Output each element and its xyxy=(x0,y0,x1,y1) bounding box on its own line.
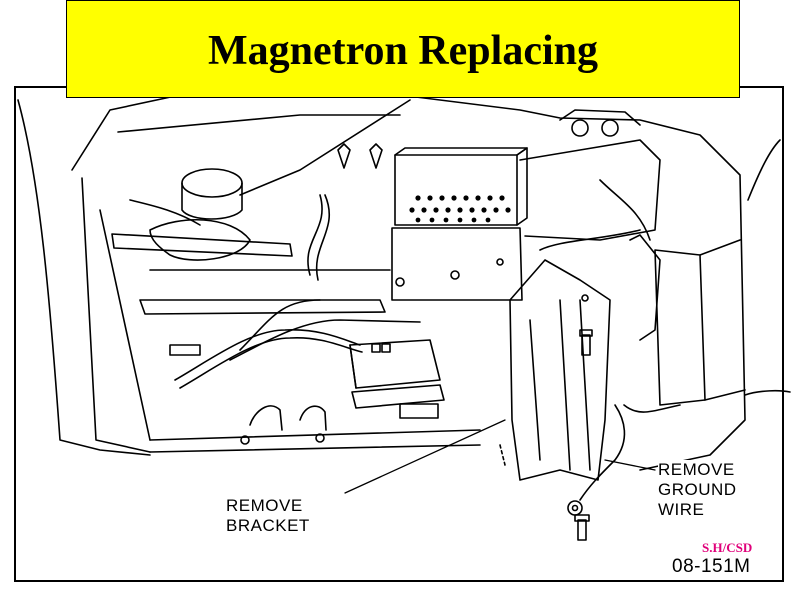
callout-line: REMOVE xyxy=(226,496,303,515)
author-credit: S.H/CSD xyxy=(702,540,753,555)
diagram-frame xyxy=(14,86,784,582)
callout-line: GROUND xyxy=(658,480,737,499)
callout-line: BRACKET xyxy=(226,516,310,535)
title-banner: Magnetron Replacing xyxy=(66,0,740,98)
callout-line: REMOVE xyxy=(658,460,735,479)
remove-bracket-callout: REMOVE BRACKET xyxy=(226,496,310,536)
page-title: Magnetron Replacing xyxy=(207,28,599,74)
callout-line: WIRE xyxy=(658,500,705,519)
remove-ground-wire-callout: REMOVE GROUND WIRE xyxy=(658,460,737,520)
figure-number: 08-151M xyxy=(672,556,751,577)
